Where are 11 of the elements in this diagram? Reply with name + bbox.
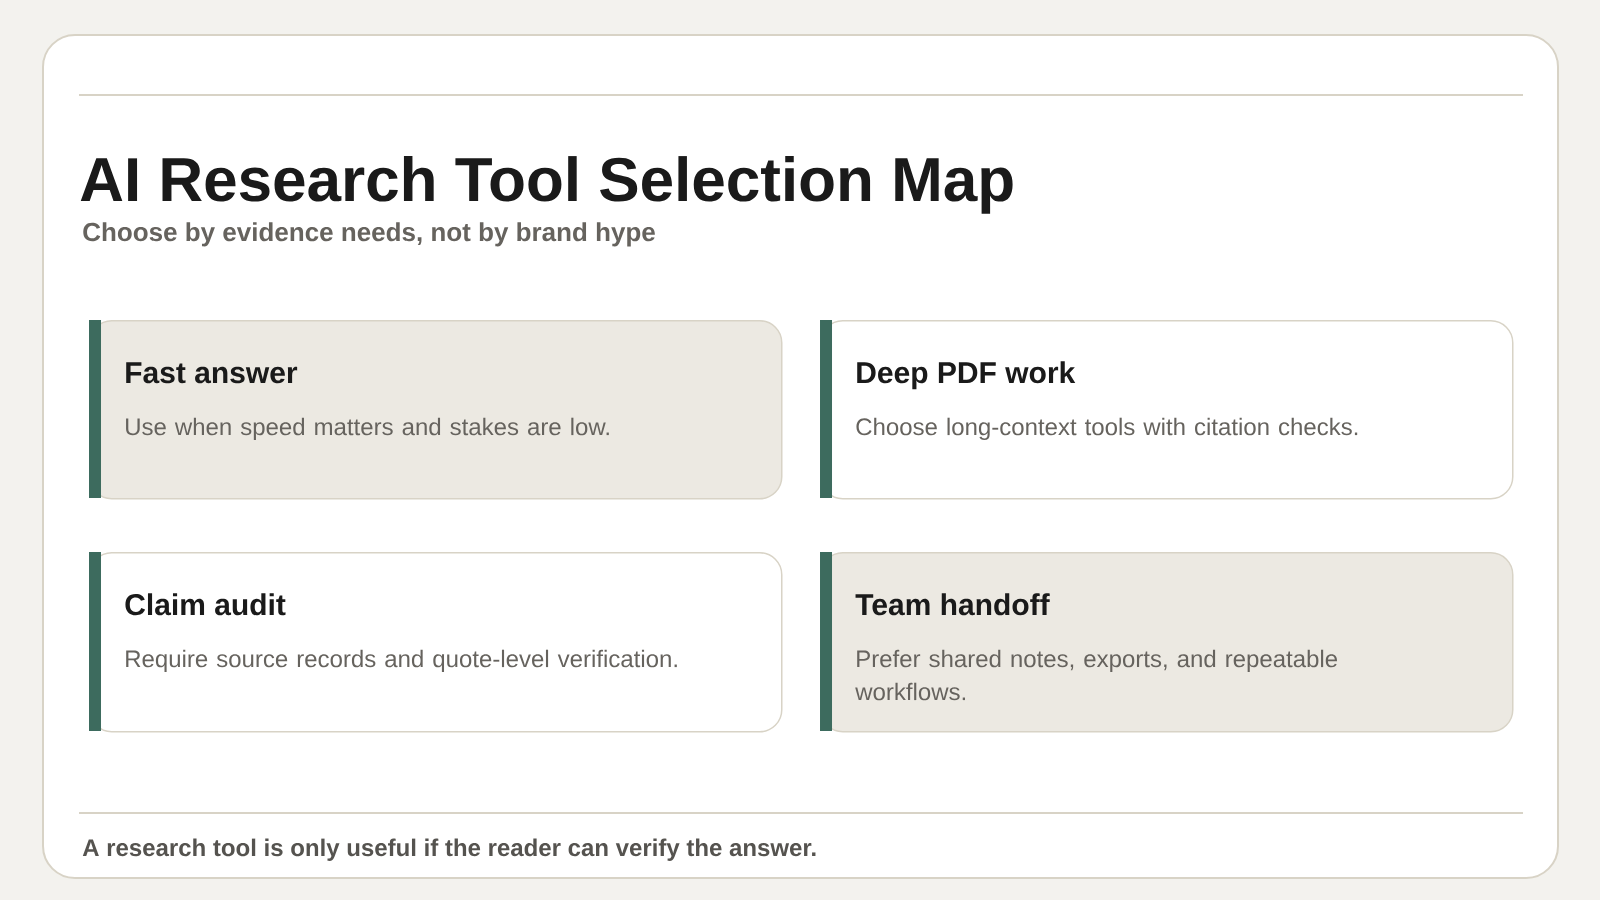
card-text: Use when speed matters and stakes are low. (126, 417, 609, 441)
card-heading: Fast answer (126, 362, 298, 384)
title: AI Research Tool Selection Map (80, 156, 1013, 214)
subtitle: Choose by evidence needs, not by brand hype (83, 222, 655, 247)
card-heading: Deep PDF work (857, 361, 1076, 390)
card-heading: Claim audit (125, 593, 286, 616)
card-heading: Team handoff (855, 593, 1050, 616)
card-text: Choose long-context tools with citation checks. (856, 417, 1358, 441)
footer-note: A research tool is only useful if the reader can verify the answer. (82, 838, 816, 861)
card-text: Prefer shared notes, exports, and repeatable workflows. (855, 649, 1338, 701)
card-text: Require source records and quote-level verification. (126, 649, 677, 673)
